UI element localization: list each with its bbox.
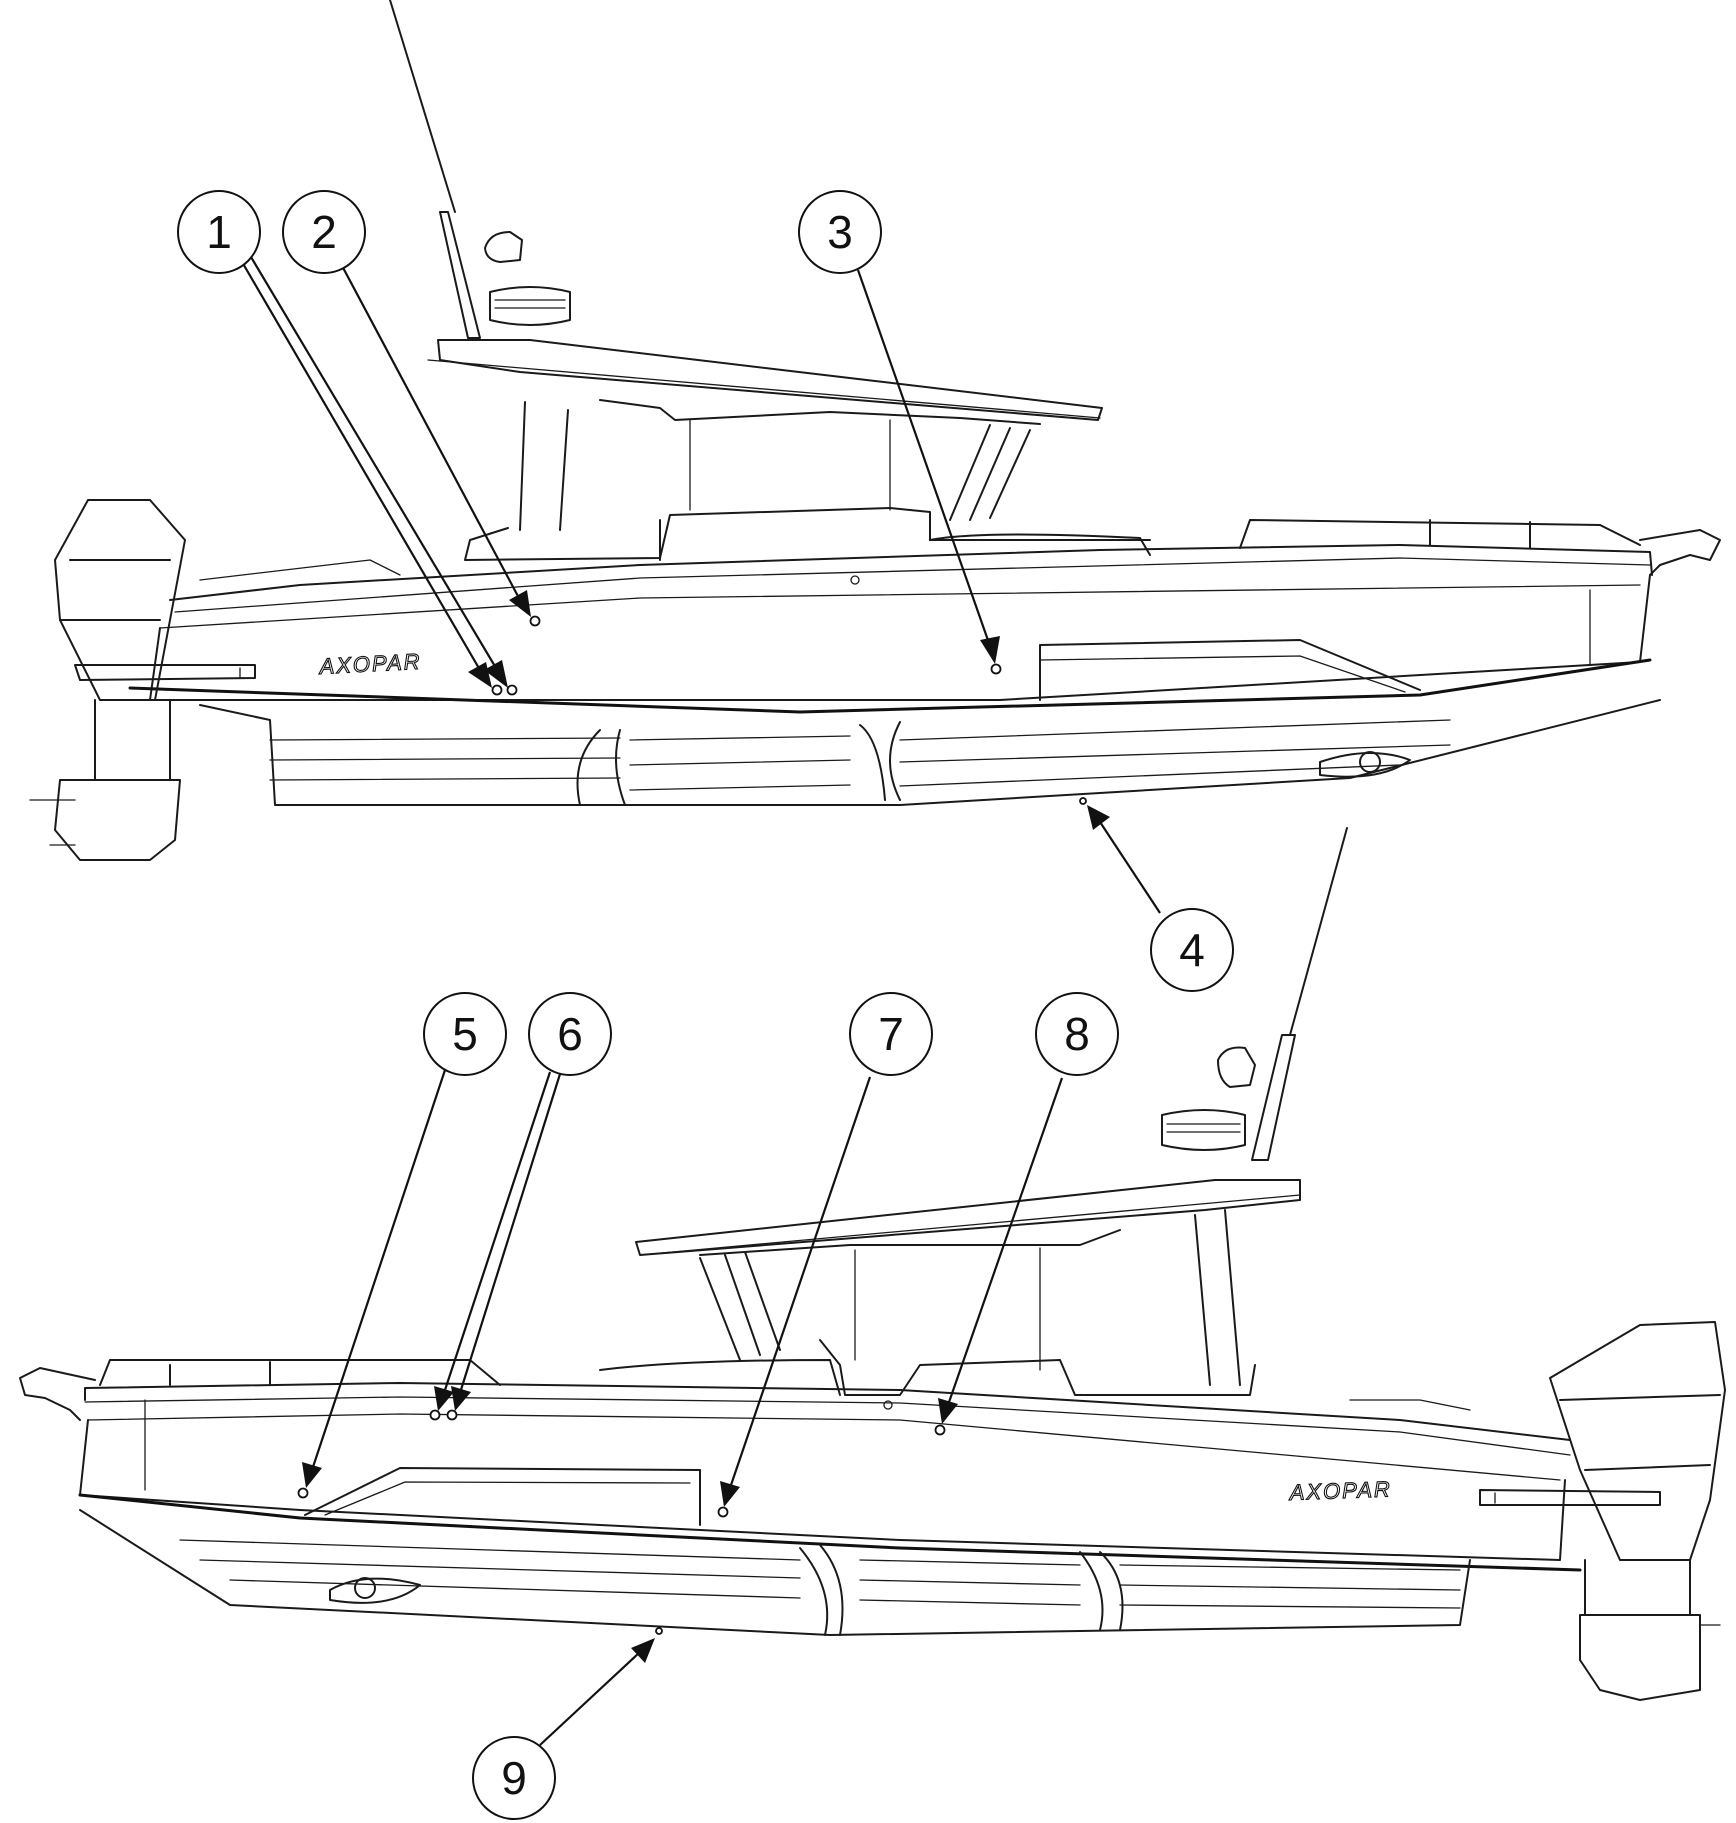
bottom-ttop-front-post <box>1194 1209 1241 1386</box>
top-hull-bottom <box>199 699 1661 806</box>
leader-5 <box>310 1069 447 1471</box>
leader-3 <box>856 269 992 647</box>
bottom-spray-rail <box>78 1493 1582 1572</box>
bottom-hull-side <box>79 1419 1566 1561</box>
callout-2-label: 2 <box>311 206 337 258</box>
bottom-bow-rail <box>99 1359 501 1386</box>
callout-4: 4 <box>1150 908 1234 992</box>
top-antenna <box>389 0 456 213</box>
top-point-1b <box>506 684 518 696</box>
bottom-hull-window <box>304 1467 701 1526</box>
callout-1: 1 <box>177 190 261 274</box>
bottom-point-7 <box>717 1506 729 1518</box>
leader-4 <box>1099 821 1161 914</box>
top-point-1a <box>491 684 503 696</box>
bottom-boat-side-view: AXOPAR <box>19 827 1726 1701</box>
top-hull-side <box>149 574 1651 701</box>
callout-6-label: 6 <box>557 1008 583 1060</box>
callout-5-label: 5 <box>452 1008 478 1060</box>
top-console <box>464 507 931 561</box>
top-spray-rail <box>128 658 1652 714</box>
callout-3: 3 <box>798 190 882 274</box>
bottom-point-5 <box>297 1487 309 1499</box>
leader-1b <box>247 251 497 669</box>
callout-8-label: 8 <box>1064 1008 1090 1060</box>
top-hull-port-light <box>1319 752 1411 778</box>
callout-9: 9 <box>472 1736 556 1820</box>
callout-8: 8 <box>1035 992 1119 1076</box>
top-ttop-front-post <box>519 401 569 531</box>
bottom-brand-logo: AXOPAR <box>1287 1476 1392 1505</box>
top-point-3 <box>990 663 1002 675</box>
bottom-point-6b <box>446 1409 458 1421</box>
top-point-2 <box>529 615 541 627</box>
bottom-console <box>819 1339 1256 1396</box>
callout-9-label: 9 <box>501 1752 527 1804</box>
bottom-searchlight <box>1217 1046 1256 1088</box>
leader-9 <box>539 1651 641 1746</box>
callout-5: 5 <box>423 992 507 1076</box>
leader-6b <box>458 1073 562 1394</box>
top-ttop-roof <box>437 339 1103 421</box>
callout-7-label: 7 <box>878 1008 904 1060</box>
bottom-mast <box>1251 1034 1296 1161</box>
top-hull-window <box>1039 639 1421 701</box>
bottom-ttop-rear-post <box>699 1251 781 1361</box>
leader-6a <box>442 1071 552 1394</box>
top-searchlight <box>484 231 523 263</box>
leader-2 <box>339 261 521 601</box>
bottom-antenna <box>1289 827 1348 1036</box>
callouts: 1 2 3 4 5 6 7 8 <box>177 190 1234 1820</box>
top-seat <box>929 533 1151 556</box>
top-brand-logo: AXOPAR <box>317 649 422 679</box>
leader-lines <box>237 251 1161 1746</box>
top-mast <box>439 211 481 339</box>
callout-7: 7 <box>849 992 933 1076</box>
callout-2: 2 <box>282 190 366 274</box>
callout-1-label: 1 <box>206 206 232 258</box>
leader-7 <box>728 1076 872 1489</box>
bottom-hull-bottom <box>79 1509 1471 1636</box>
bottom-radar-dome <box>1161 1109 1246 1151</box>
bottom-gunwale <box>84 1382 1571 1441</box>
leader-8 <box>946 1077 1064 1406</box>
callout-3-label: 3 <box>827 206 853 258</box>
bottom-stern-rail <box>1479 1489 1661 1506</box>
bottom-outboard-motor <box>1549 1321 1726 1561</box>
bottom-seat <box>599 1359 841 1396</box>
top-gunwale <box>169 544 1653 601</box>
top-ttop-rear-post <box>949 424 1031 521</box>
bottom-point-9 <box>655 1627 663 1635</box>
callout-6: 6 <box>528 992 612 1076</box>
leader-1a <box>237 254 481 671</box>
callout-4-label: 4 <box>1179 924 1205 976</box>
top-boat-side-view: AXOPAR <box>29 0 1721 861</box>
top-outboard-motor <box>54 499 186 701</box>
top-bow-rail <box>1239 519 1641 549</box>
top-point-4 <box>1079 797 1087 805</box>
bottom-hull-port-light <box>329 1577 421 1604</box>
top-stern-rail <box>74 664 256 681</box>
bottom-point-6a <box>429 1409 441 1421</box>
top-radar-dome <box>489 286 571 326</box>
bottom-point-8 <box>934 1424 946 1436</box>
bottom-ttop-roof <box>635 1179 1301 1256</box>
